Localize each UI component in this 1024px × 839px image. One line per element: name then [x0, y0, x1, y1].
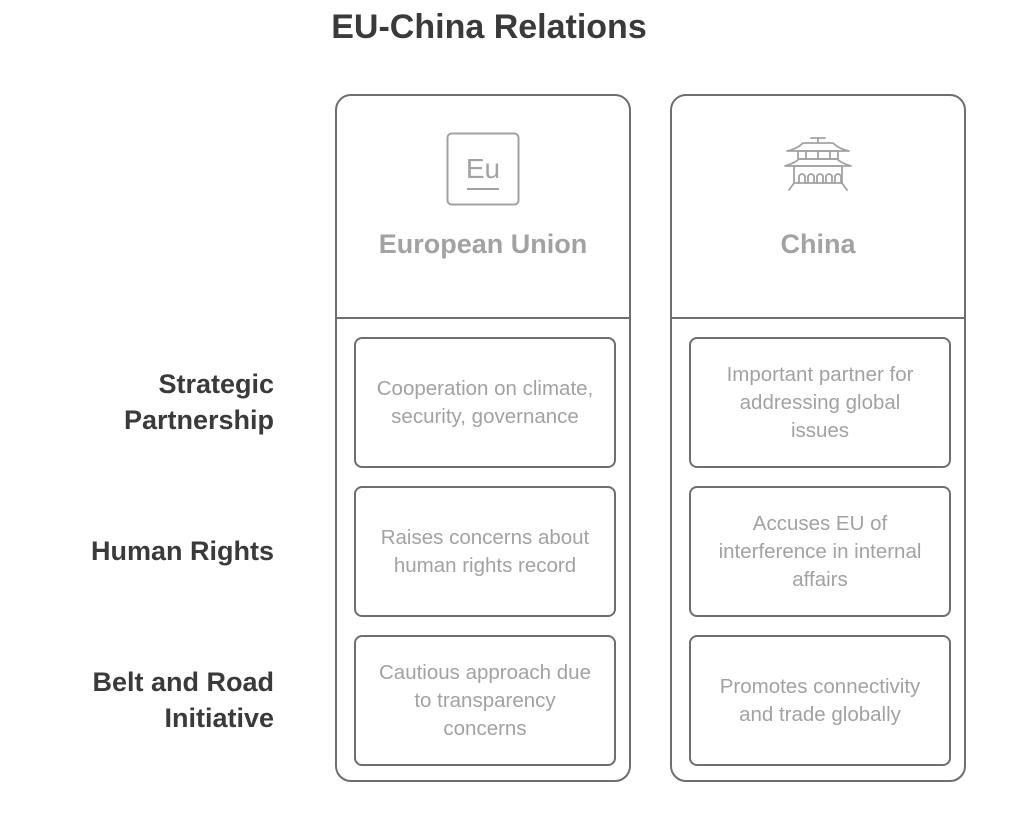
cell-china-belt-and-road: Promotes connectivity and trade globally: [689, 635, 951, 766]
row-label-strategic-partnership: Strategic Partnership: [123, 369, 274, 435]
cell-china-strategic-partnership: Important partner for addressing global …: [689, 337, 951, 468]
cell-eu-strategic-partnership: Cooperation on climate, security, govern…: [354, 337, 616, 468]
column-header-european-union: Eu European Union: [337, 96, 629, 319]
column-china: China Important partner for addressing g…: [670, 94, 966, 782]
row-label-belt-and-road: Belt and Road Initiative: [92, 667, 274, 733]
cell-eu-human-rights: Raises concerns about human rights recor…: [354, 486, 616, 617]
chinese-temple-icon: [784, 137, 852, 191]
cell-china-human-rights: Accuses EU of interference in internal a…: [689, 486, 951, 617]
row-label-human-rights: Human Rights: [90, 536, 274, 566]
column-european-union: Eu European Union Cooperation on climate…: [335, 94, 631, 782]
eu-logo-text: Eu: [466, 153, 500, 184]
page-title: EU-China Relations: [331, 8, 647, 46]
column-title-china: China: [780, 229, 856, 259]
eu-logo-icon: Eu: [446, 132, 520, 206]
column-header-china: China: [672, 96, 964, 319]
cell-eu-belt-and-road: Cautious approach due to transparency co…: [354, 635, 616, 766]
column-title-european-union: European Union: [378, 229, 588, 259]
